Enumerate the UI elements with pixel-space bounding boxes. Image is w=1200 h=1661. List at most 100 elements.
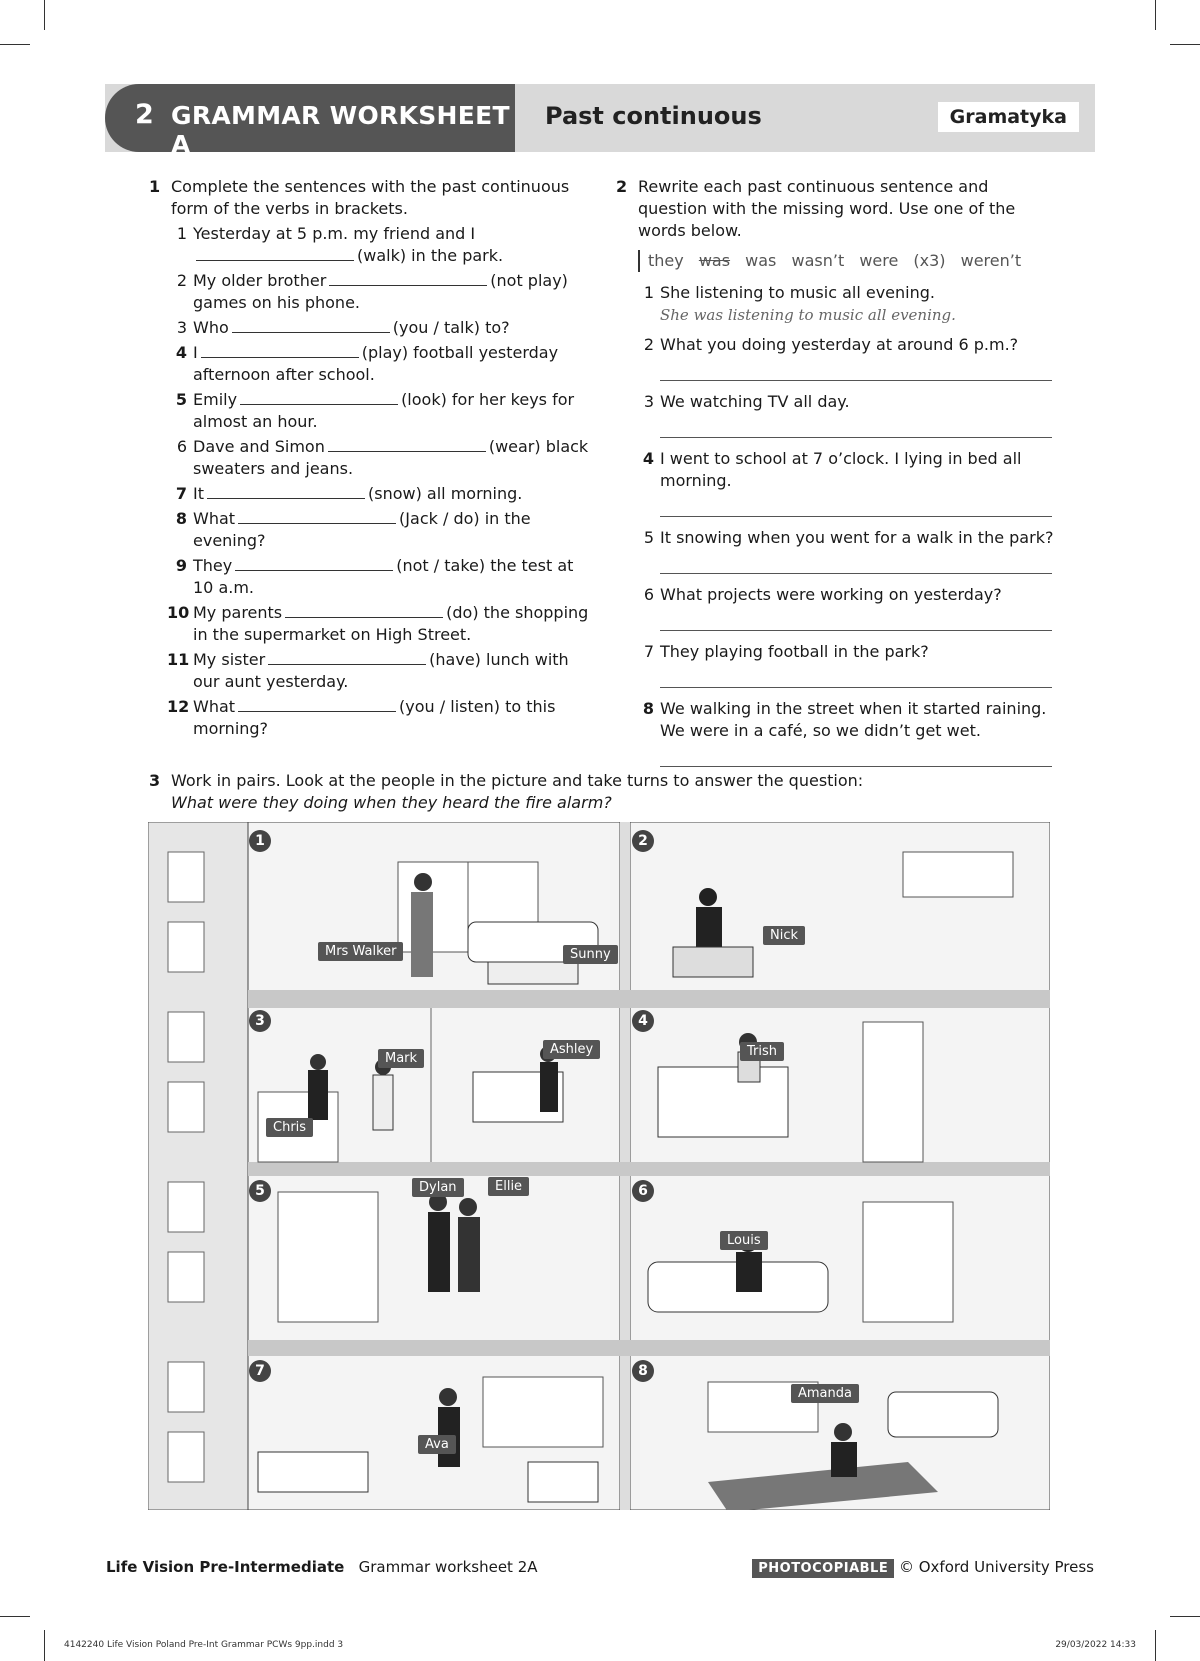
answer-blank[interactable] bbox=[329, 271, 488, 286]
answer-line[interactable] bbox=[660, 362, 1052, 381]
answer-blank[interactable] bbox=[238, 697, 397, 712]
item-text-start: What bbox=[193, 697, 236, 716]
answer-line[interactable] bbox=[660, 555, 1052, 574]
item-text-start: Yesterday at 5 p.m. my friend and I bbox=[193, 224, 476, 243]
item-number: 7 bbox=[175, 484, 187, 503]
word-option: was bbox=[698, 251, 731, 270]
person-label: Ashley bbox=[543, 1040, 601, 1059]
room-number-8: 8 bbox=[632, 1360, 654, 1382]
answer-line[interactable] bbox=[660, 419, 1052, 438]
item-number: 4 bbox=[642, 449, 654, 468]
copyright: © Oxford University Press bbox=[898, 1558, 1094, 1576]
photocopiable-badge: PHOTOCOPIABLE bbox=[752, 1559, 895, 1578]
item-text-end: (wear) black sweaters and jeans. bbox=[193, 437, 589, 478]
item-number: 5 bbox=[643, 528, 654, 547]
item-number: 2 bbox=[643, 335, 654, 354]
crop-mark bbox=[0, 1616, 30, 1617]
exercise-question: What were they doing when they heard the… bbox=[171, 793, 612, 812]
book-title: Life Vision Pre-Intermediate bbox=[106, 1558, 345, 1576]
item-text-start: My parents bbox=[193, 603, 283, 622]
item-text-start: Emily bbox=[193, 390, 238, 409]
exercise-number: 1 bbox=[149, 177, 161, 196]
item-text: It snowing when you went for a walk in t… bbox=[660, 528, 1054, 547]
answer-blank[interactable] bbox=[285, 603, 444, 618]
item-number: 12 bbox=[167, 697, 190, 716]
item-text-end: (do) the shopping in the supermarket on … bbox=[193, 603, 589, 644]
room-number-3: 3 bbox=[249, 1010, 271, 1032]
exercise-instruction: Work in pairs. Look at the people in the… bbox=[171, 771, 864, 790]
item-text-end: (play) football yesterday afternoon afte… bbox=[193, 343, 559, 384]
item-number: 7 bbox=[643, 642, 654, 661]
person-label: Chris bbox=[266, 1118, 314, 1137]
item-text-end: (walk) in the park. bbox=[357, 246, 504, 265]
exercise-2: 2 Rewrite each past continuous sentence … bbox=[616, 176, 1058, 777]
item-text-start: Who bbox=[193, 318, 229, 337]
answer-blank[interactable] bbox=[240, 390, 399, 405]
item-text-start: My older brother bbox=[193, 271, 327, 290]
item-text-start: I bbox=[193, 343, 198, 362]
answer-line[interactable] bbox=[660, 669, 1052, 688]
person-label: Trish bbox=[740, 1042, 784, 1061]
word-option: weren’t bbox=[960, 251, 1022, 270]
answer-blank[interactable] bbox=[235, 556, 394, 571]
example-answer: She was listening to music all evening. bbox=[660, 306, 956, 324]
item-number: 1 bbox=[643, 283, 654, 302]
item-number: 8 bbox=[175, 509, 187, 528]
word-option: were (x3) bbox=[859, 251, 946, 270]
building-cutaway-drawing bbox=[148, 822, 1050, 1510]
item-text-start: They bbox=[193, 556, 233, 575]
room-number-2: 2 bbox=[632, 830, 654, 852]
item-number: 4 bbox=[175, 343, 187, 362]
word-option: wasn’t bbox=[791, 251, 845, 270]
answer-line[interactable] bbox=[660, 612, 1052, 631]
item-number: 8 bbox=[642, 699, 654, 718]
answer-line[interactable] bbox=[660, 498, 1052, 517]
room-number-6: 6 bbox=[632, 1180, 654, 1202]
person-label: Mark bbox=[378, 1049, 425, 1068]
item-number: 9 bbox=[175, 556, 187, 575]
word-option: was bbox=[745, 251, 777, 270]
exercise-3: 3 Work in pairs. Look at the people in t… bbox=[149, 770, 1071, 814]
answer-line[interactable] bbox=[660, 748, 1052, 767]
item-number: 3 bbox=[176, 318, 187, 337]
crop-mark bbox=[1170, 44, 1200, 45]
crop-mark bbox=[0, 44, 30, 45]
person-label: Dylan bbox=[412, 1178, 464, 1197]
unit-number: 2 bbox=[135, 99, 154, 130]
answer-blank[interactable] bbox=[238, 509, 397, 524]
crop-mark bbox=[1155, 0, 1156, 30]
item-text: We walking in the street when it started… bbox=[660, 699, 1047, 740]
answer-blank[interactable] bbox=[200, 343, 359, 358]
item-text-start: My sister bbox=[193, 650, 266, 669]
person-label: Mrs Walker bbox=[318, 942, 404, 961]
item-text: What you doing yesterday at around 6 p.m… bbox=[660, 335, 1019, 354]
header-title-band: 2 GRAMMAR WORKSHEET A bbox=[105, 84, 515, 159]
room-number-4: 4 bbox=[632, 1010, 654, 1032]
worksheet-ref: Grammar worksheet 2A bbox=[358, 1558, 538, 1576]
answer-blank[interactable] bbox=[196, 246, 354, 261]
answer-blank[interactable] bbox=[231, 318, 390, 333]
word-option: they bbox=[648, 251, 684, 270]
item-number: 5 bbox=[175, 390, 187, 409]
ex2-item: 2 What you doing yesterday at around 6 p.… bbox=[638, 334, 1058, 356]
exercise-number: 2 bbox=[616, 177, 628, 196]
answer-blank[interactable] bbox=[207, 484, 365, 499]
item-text-start: What bbox=[193, 509, 236, 528]
ex2-item: 5 It snowing when you went for a walk in … bbox=[638, 527, 1058, 549]
answer-blank[interactable] bbox=[327, 437, 486, 452]
answer-blank[interactable] bbox=[268, 650, 427, 665]
room-number-7: 7 bbox=[249, 1360, 271, 1382]
